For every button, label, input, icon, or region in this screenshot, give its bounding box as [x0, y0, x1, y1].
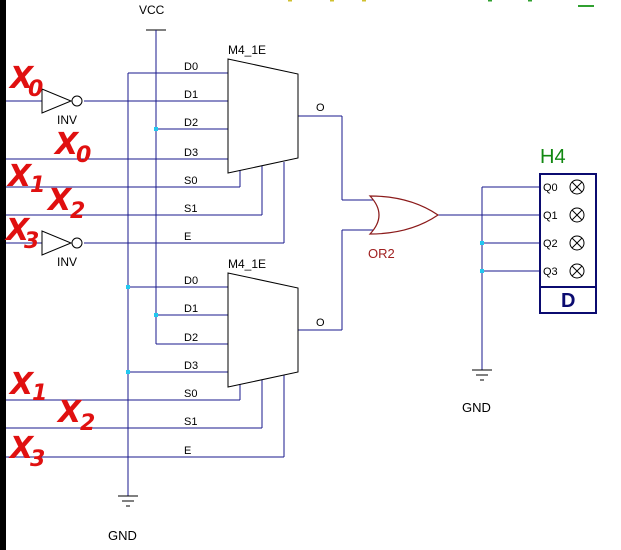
mux2-title: M4_1E	[228, 257, 266, 271]
display-led-icons	[569, 179, 585, 279]
display-pin-q2: Q2	[543, 238, 558, 250]
inverter-2-label: INV	[57, 255, 77, 269]
led-q3-icon	[569, 263, 585, 279]
inverter-1-label: INV	[57, 113, 77, 127]
display-pin-q1: Q1	[543, 210, 558, 222]
gnd-left-symbol	[118, 495, 138, 507]
hand-x3-top: X	[4, 213, 31, 248]
or-gate-label: OR2	[368, 246, 395, 261]
display-box	[539, 173, 597, 314]
mux1-pin-d0: D0	[184, 61, 198, 73]
top-remnant-marks	[288, 0, 594, 7]
inverter-1	[41, 88, 83, 114]
mux1-body	[227, 58, 299, 174]
mux2-output-label: O	[316, 317, 325, 329]
or-gate	[368, 195, 440, 235]
led-q0-icon	[569, 179, 585, 195]
hand-x1-top: X	[6, 159, 33, 194]
mux1-pin-d3: D3	[184, 147, 198, 159]
hand-x1-top-sub: 1	[30, 173, 45, 198]
mux1-pin-e: E	[184, 231, 191, 243]
display-letter: D	[561, 290, 575, 312]
mux2-pin-s1: S1	[184, 416, 197, 428]
mux2-pin-e: E	[184, 445, 191, 457]
display-pin-q0: Q0	[543, 182, 558, 194]
gnd-right-label: GND	[462, 400, 491, 415]
hand-x1-bot-sub: 1	[32, 381, 47, 406]
mux1-pin-s1: S1	[184, 203, 197, 215]
left-edge-bar	[0, 0, 6, 550]
hand-x0-mid-sub: 0	[76, 143, 91, 168]
mux2-pin-d1: D1	[184, 303, 198, 315]
wires	[6, 30, 540, 496]
inverter-2	[41, 230, 83, 256]
mux1-pin-d1: D1	[184, 89, 198, 101]
mux2-body	[227, 272, 299, 388]
hand-x0-top-sub: 0	[28, 77, 43, 102]
gnd-right-symbol	[472, 369, 492, 381]
hand-x0-top: X	[8, 61, 35, 96]
led-q2-icon	[569, 235, 585, 251]
hand-x2-top-sub: 2	[70, 199, 85, 224]
mux2-pin-d0: D0	[184, 275, 198, 287]
hand-x3-bot-sub: 3	[30, 447, 45, 472]
hand-x3-bot: X	[8, 431, 35, 466]
mux1-output-label: O	[316, 102, 325, 114]
gnd-left-label: GND	[108, 528, 137, 543]
display-title: H4	[540, 146, 566, 168]
mux2-pin-d3: D3	[184, 360, 198, 372]
handwritten-annotations: X 0 X 0 X 1 X 2 X 3 X 1 X 2 X 3	[4, 61, 95, 472]
hand-x1-bot: X	[8, 367, 35, 402]
hand-x3-top-sub: 3	[24, 229, 39, 254]
display-pin-q3: Q3	[543, 266, 558, 278]
mux1-title: M4_1E	[228, 43, 266, 57]
led-q1-icon	[569, 207, 585, 223]
junction-dots	[126, 127, 484, 374]
mux1-pin-d2: D2	[184, 117, 198, 129]
mux2-pin-s0: S0	[184, 388, 197, 400]
hand-x0-mid: X	[53, 127, 80, 162]
mux2-pin-d2: D2	[184, 332, 198, 344]
hand-x2-bot: X	[56, 395, 83, 430]
vcc-label: VCC	[139, 3, 165, 17]
hand-x2-bot-sub: 2	[80, 411, 95, 436]
mux1-pin-s0: S0	[184, 175, 197, 187]
hand-x2-top: X	[46, 183, 73, 218]
